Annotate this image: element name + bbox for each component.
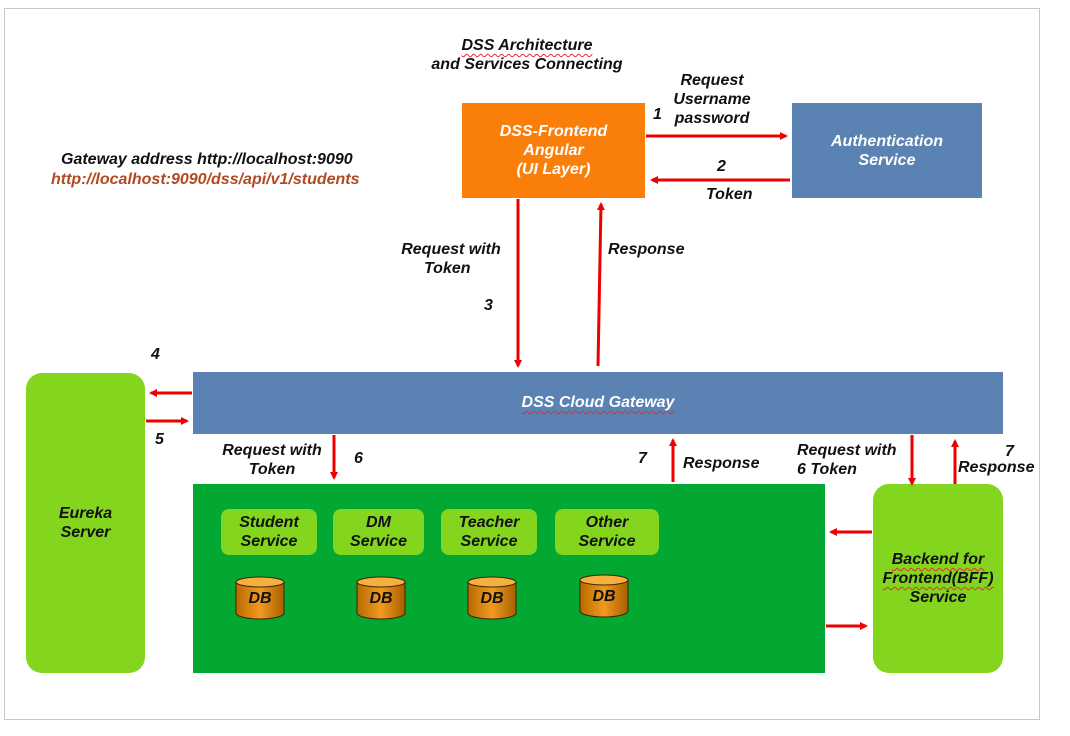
other-service-line2: Service: [578, 533, 636, 550]
dm-service: DM Service: [333, 509, 424, 555]
auth-node: Authentication Service: [792, 103, 982, 198]
db-label: DB: [369, 590, 393, 607]
frontend-line1: DSS-Frontend: [499, 123, 608, 140]
edge-4-number: 4: [151, 346, 160, 363]
dm-service-line1: DM: [366, 514, 391, 531]
gateway-address: Gateway address http://localhost:9090: [61, 151, 353, 168]
auth-line1: Authentication: [831, 132, 943, 150]
title-line2: and Services Connecting: [431, 56, 623, 73]
bff-node: Backend for Frontend(BFF) Service: [873, 484, 1003, 673]
frontend-line2: Angular: [523, 142, 584, 159]
database-icon: DB: [579, 574, 629, 618]
diagram-frame: [4, 8, 1040, 720]
bff-line1: Backend for: [891, 551, 985, 568]
auth-line2: Service: [858, 151, 916, 169]
edge-3-line2: Token: [424, 260, 471, 277]
edge-2-number: 2: [717, 158, 726, 175]
other-service-line1: Other: [585, 514, 629, 531]
edge-1-label: Request Username password: [662, 71, 762, 128]
bff-line3: Service: [909, 589, 967, 606]
dm-service-line2: Service: [350, 533, 407, 550]
response-top-label: Response: [608, 241, 685, 258]
teacher-service-line1: Teacher: [458, 514, 520, 531]
student-service-line2: Service: [240, 533, 298, 550]
gateway-node: DSS Cloud Gateway: [193, 372, 1003, 434]
edge-2-label: Token: [706, 186, 753, 203]
frontend-node: DSS-Frontend Angular (UI Layer): [462, 103, 645, 198]
edge-6-number: 6: [354, 450, 363, 467]
db-label: DB: [592, 588, 616, 605]
diagram-title: DSS Architecture and Services Connecting: [414, 36, 640, 74]
edge-7b-number: 7: [1005, 443, 1014, 460]
edge-1-line2: Username: [673, 91, 751, 108]
edge-5-number: 5: [155, 431, 164, 448]
edge-6b-number: 6: [797, 461, 806, 478]
edge-6-label: Request with Token: [216, 441, 328, 479]
edge-6b-line2: Token: [810, 461, 857, 478]
database-icon: DB: [356, 576, 406, 620]
database-icon: DB: [235, 576, 285, 620]
edge-3-number: 3: [484, 297, 493, 314]
db-label: DB: [248, 590, 272, 607]
gateway-label: DSS Cloud Gateway: [521, 394, 675, 411]
edge-3-line1: Request with: [401, 241, 501, 258]
edge-6b-label: Request with 6 Token: [797, 441, 907, 479]
edge-6b-line1: Request with: [797, 442, 897, 459]
edge-6-line1: Request with: [222, 442, 322, 459]
eureka-line2: Server: [60, 524, 111, 541]
arrow-response-up: [596, 202, 605, 367]
eureka-node: Eureka Server: [26, 373, 145, 673]
db-label: DB: [480, 590, 504, 607]
frontend-line3: (UI Layer): [516, 161, 591, 178]
database-icon: DB: [467, 576, 517, 620]
student-service-line1: Student: [239, 514, 299, 531]
edge-1-number: 1: [653, 106, 662, 123]
edge-1-line1: Request: [680, 72, 744, 89]
edge-7-number: 7: [638, 450, 647, 467]
edge-7-label: Response: [683, 455, 760, 472]
edge-6-line2: Token: [248, 461, 296, 478]
gateway-url: http://localhost:9090/dss/api/v1/student…: [51, 171, 360, 188]
eureka-line1: Eureka: [58, 505, 113, 522]
teacher-service-line2: Service: [460, 533, 518, 550]
title-line1: DSS Architecture: [461, 37, 593, 54]
bff-line2: Frontend(BFF): [882, 570, 994, 587]
edge-7b-label: Response: [958, 459, 1035, 476]
edge-1-line3: password: [674, 110, 750, 127]
edge-3-label: Request with Token: [396, 240, 506, 278]
